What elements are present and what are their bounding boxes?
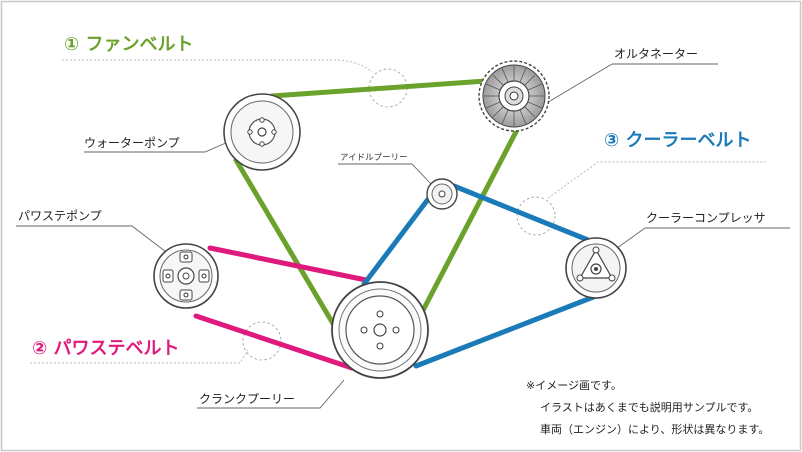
fan-belt-title: ① ファンベルト [64, 34, 194, 55]
leader-lines [16, 63, 790, 409]
cooler-belt-title: ③ クーラーベルト [604, 130, 752, 151]
fan-belt-segment-top [269, 77, 503, 99]
idler-pulley-label: アイドルプーリー [340, 153, 408, 163]
note-line-1: ※イメージ画です。 [526, 379, 622, 392]
cooler-belt-indicator-circle [516, 196, 556, 236]
cooler-belt-segment-top [451, 183, 591, 243]
fan-belt-segment-left [233, 157, 341, 335]
alternator [478, 60, 550, 132]
crank-pulley [331, 281, 429, 379]
note-line-2: イラストはあくまでも説明用サンプルです。 [540, 401, 759, 414]
cooler-belt-guide-line [547, 161, 766, 199]
power-steering-pump-leader [16, 225, 175, 259]
power-steering-belt-title: ② パワステベルト [32, 338, 180, 359]
idler-pulley [426, 178, 458, 210]
fan-belt-segment-right [415, 125, 521, 323]
cooler-belt [361, 183, 599, 369]
cooler-compressor-label: クーラーコンプレッサ [646, 211, 766, 225]
crank-pulley-label: クランクプーリー [199, 392, 296, 406]
power-steering-pump [153, 243, 219, 309]
fan-belt [233, 77, 521, 335]
cooler-belt-segment-left [361, 191, 435, 287]
power-steering-belt-guide-line [30, 349, 249, 364]
fan-belt-guide-line [62, 59, 373, 73]
power-steering-belt-segment-bottom [193, 313, 355, 371]
power-steering-belt [193, 245, 369, 371]
water-pump-pulley [223, 93, 301, 171]
crank-pulley-leader [197, 379, 345, 409]
idler-pulley-leader [338, 163, 433, 186]
alternator-label: オルタネーター [614, 47, 699, 61]
water-pump-label: ウォーターポンプ [84, 136, 180, 150]
water-pump-leader [84, 141, 229, 153]
cooler-belt-segment-bottom [413, 293, 599, 369]
power-steering-belt-indicator-circle [242, 321, 282, 361]
power-steering-pump-label: パワステポンプ [18, 209, 102, 223]
alternator-leader [544, 63, 613, 105]
cooler-compressor [565, 237, 627, 299]
power-steering-belt-segment-top [207, 245, 369, 283]
note-line-3: 車両（エンジン）により、形状は異なります。 [540, 423, 770, 436]
